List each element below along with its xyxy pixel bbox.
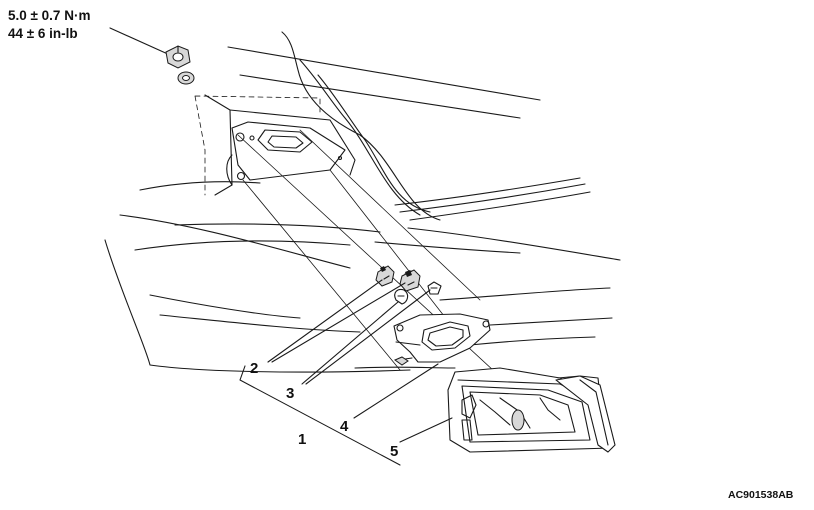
gasket xyxy=(393,313,491,366)
callout-4: 4 xyxy=(340,418,349,435)
assembly-bracket xyxy=(239,365,401,466)
lamp-assembly xyxy=(447,367,616,453)
figure-id: AC901538AB xyxy=(728,489,794,501)
bulb-socket-right xyxy=(399,269,421,292)
bulb-right xyxy=(427,281,442,295)
leader-lines xyxy=(267,279,453,443)
torque-imperial: 44 ± 6 in-lb xyxy=(8,26,78,41)
bulbs xyxy=(394,281,442,305)
body-mounting-pocket xyxy=(204,94,356,196)
callout-2: 2 xyxy=(250,360,258,377)
flange-nut xyxy=(165,45,191,69)
hidden-outline xyxy=(194,95,321,196)
torque-spec: 5.0 ± 0.7 N·m 44 ± 6 in-lb xyxy=(8,8,90,41)
torque-metric: 5.0 ± 0.7 N·m xyxy=(8,8,90,23)
callout-3: 3 xyxy=(286,385,294,402)
vehicle-body-lines xyxy=(104,31,621,373)
washer xyxy=(177,71,195,85)
alignment-lines xyxy=(237,129,521,396)
callout-1: 1 xyxy=(298,431,306,448)
bulb-left xyxy=(394,288,409,305)
nut-and-washer xyxy=(109,27,195,85)
callout-5: 5 xyxy=(390,443,398,460)
